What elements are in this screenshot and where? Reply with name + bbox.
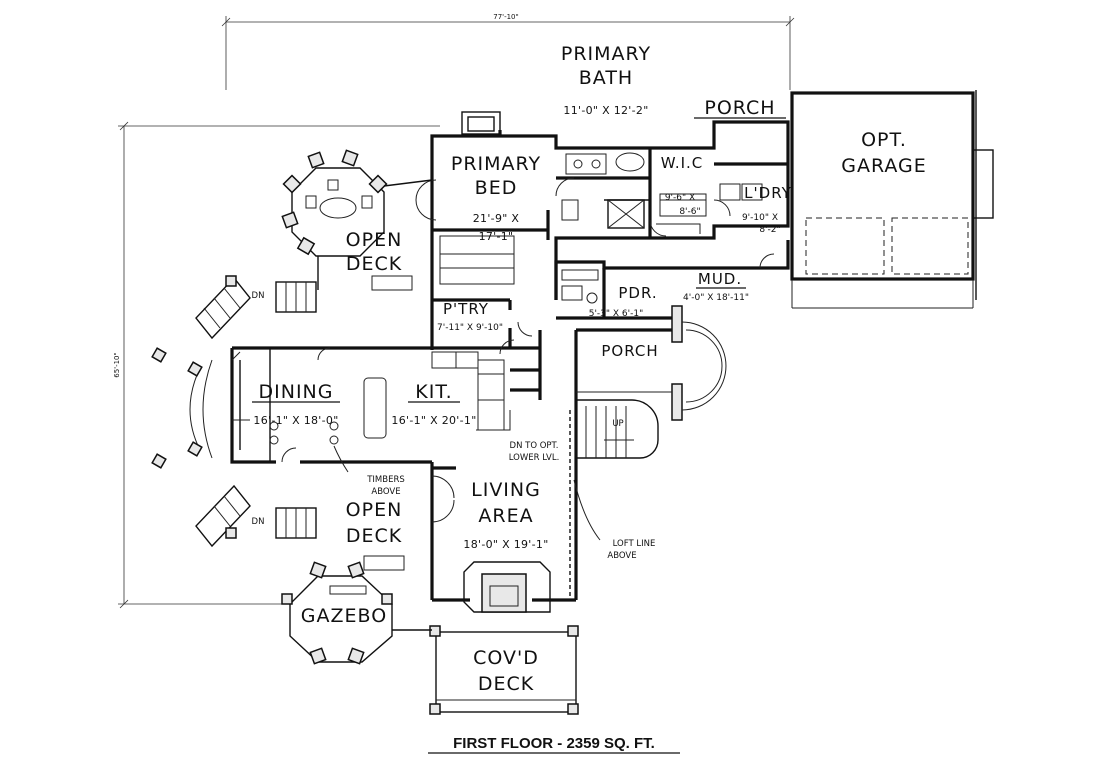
pantry-size: 7'-11" X 9'-10"	[437, 323, 503, 333]
covd-deck-label-1: COV'D	[473, 647, 539, 669]
living-walls	[429, 400, 579, 715]
primary-bath-label-2: BATH	[579, 67, 633, 89]
garage-label-1: OPT.	[861, 129, 907, 151]
living-size: 18'-0" X 19'-1"	[463, 538, 548, 551]
porch-top-label: PORCH	[704, 97, 775, 119]
dimension-lines	[118, 16, 795, 609]
loft-note-2: ABOVE	[607, 551, 636, 561]
wic-size-2: 8'-6"	[679, 207, 700, 217]
timbers-note-1: TIMBERS	[366, 475, 405, 485]
open-deck-bottom-label-1: OPEN	[346, 499, 403, 521]
plan-notes: DN TO OPT. LOWER LVL. TIMBERS ABOVE LOFT…	[252, 291, 656, 561]
timbers-note-2: ABOVE	[371, 487, 400, 497]
open-deck-top-label-2: DECK	[346, 253, 402, 275]
dining-size: 16'-1" X 18'-0"	[253, 414, 338, 427]
room-labels: PRIMARY BATH 11'-0" X 12'-2" PORCH OPT. …	[252, 43, 927, 695]
mud-label: MUD.	[698, 270, 742, 288]
pantry-label: P'TRY	[443, 300, 489, 318]
wic-label: W.I.C	[661, 154, 704, 172]
living-label-2: AREA	[478, 505, 533, 527]
primary-bed-label-1: PRIMARY	[451, 153, 541, 175]
ldry-label: L'DRY	[744, 184, 792, 202]
porch-mid-label: PORCH	[601, 342, 658, 360]
kitchen-size: 16'-1" X 20'-1"	[391, 414, 476, 427]
gazebo-label: GAZEBO	[301, 605, 387, 627]
primary-bed-label-2: BED	[475, 177, 518, 199]
bottom-gazebo	[281, 555, 432, 665]
ldry-size-1: 9'-10" X	[742, 213, 778, 223]
primary-bath-size: 11'-0" X 12'-2"	[563, 104, 648, 117]
stair-right	[576, 399, 659, 459]
living-label-1: LIVING	[471, 479, 541, 501]
kitchen-dining-walls	[230, 298, 542, 464]
up-note: UP	[612, 419, 623, 429]
dining-label: DINING	[259, 381, 334, 403]
mud-pdr-walls	[554, 240, 790, 421]
upper-wing-walls	[415, 111, 790, 350]
garage-label-2: GARAGE	[841, 155, 927, 177]
top-gazebo-room	[281, 149, 433, 291]
stair-note-1: DN TO OPT.	[510, 441, 559, 451]
overall-width-label: 77'-10"	[493, 13, 518, 21]
pdr-size: 5'-3" X 6'-1"	[589, 309, 644, 319]
garage-walls	[790, 90, 994, 309]
covd-deck-label-2: DECK	[478, 673, 534, 695]
primary-bed-size-1: 21'-9" X	[473, 212, 520, 225]
dn-bottom-note: DN	[252, 517, 265, 527]
kitchen-label: KIT.	[415, 381, 452, 403]
left-stairs	[151, 275, 317, 548]
open-deck-top-label-1: OPEN	[346, 229, 403, 251]
open-deck-bottom-label-2: DECK	[346, 525, 402, 547]
floor-caption: FIRST FLOOR - 2359 SQ. FT.	[453, 735, 655, 752]
loft-note-1: LOFT LINE	[613, 539, 656, 549]
mud-size: 4'-0" X 18'-11"	[683, 293, 749, 303]
primary-bed-size-2: 17'-1"	[479, 230, 514, 243]
primary-bath-label-1: PRIMARY	[561, 43, 651, 65]
wic-size-1: 9'-6" X	[665, 193, 695, 203]
dn-top-note: DN	[252, 291, 265, 301]
ldry-size-2: 8'-2"	[759, 225, 780, 235]
pdr-label: PDR.	[618, 284, 657, 302]
overall-depth-label: 65'-10"	[113, 352, 121, 377]
stair-note-2: LOWER LVL.	[509, 453, 560, 463]
